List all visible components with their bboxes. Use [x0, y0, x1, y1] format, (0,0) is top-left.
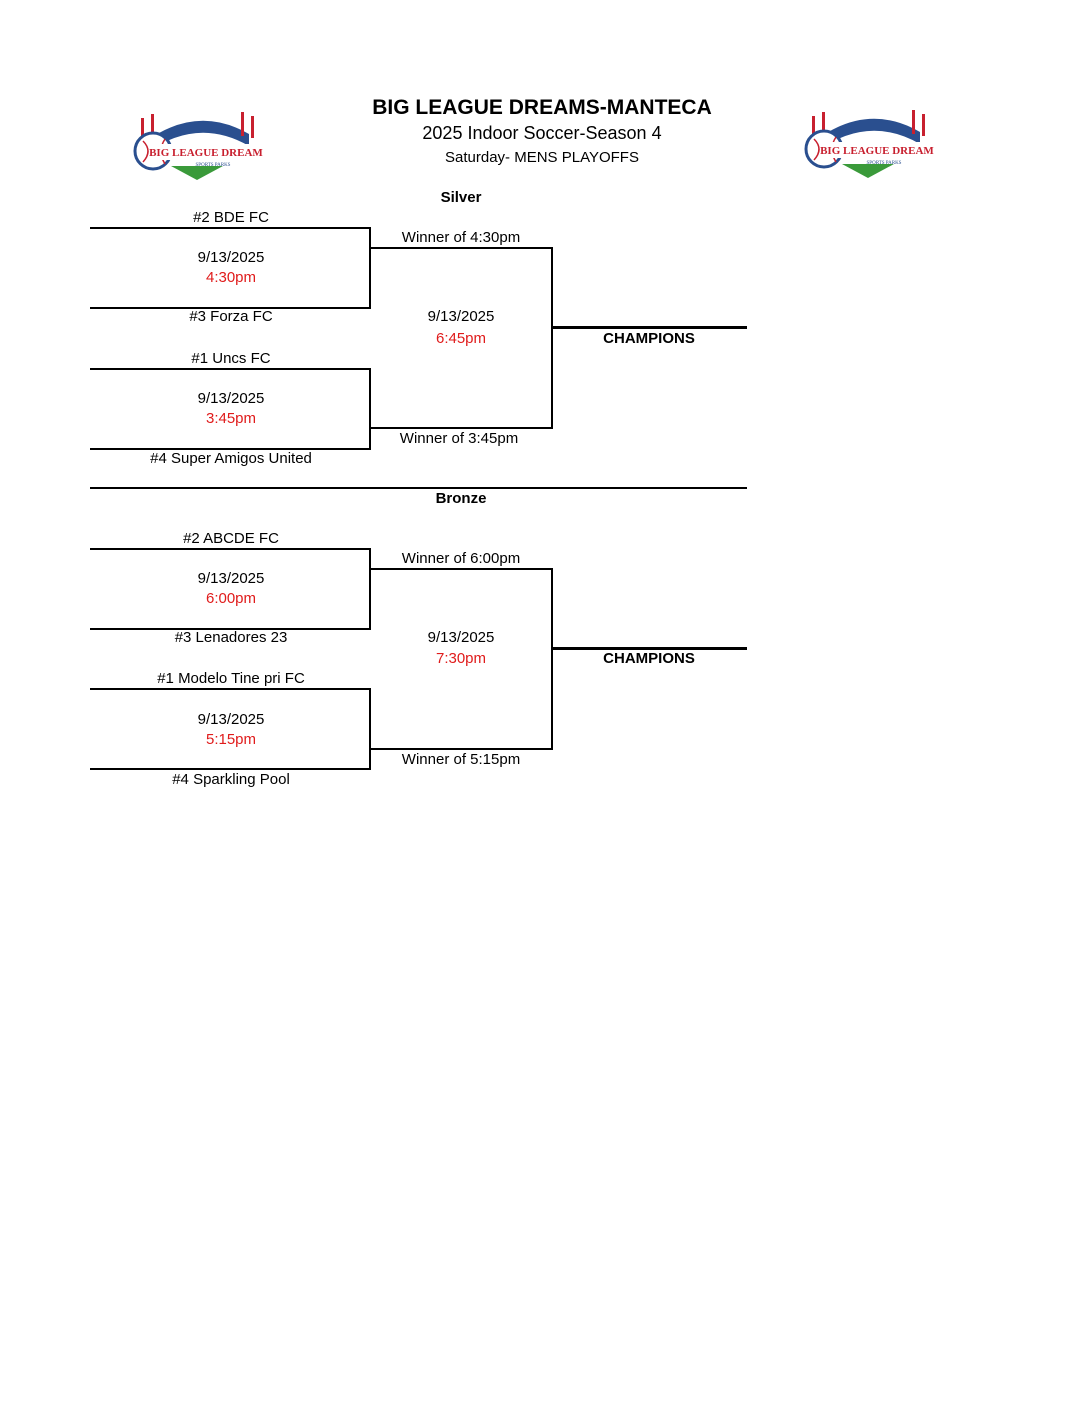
bracket-line	[90, 307, 371, 309]
section-divider	[90, 487, 747, 489]
team-bottom: #4 Super Amigos United	[150, 450, 312, 467]
bracket-line	[369, 688, 371, 770]
bracket-line	[90, 688, 371, 690]
bracket-line	[369, 568, 553, 570]
page-subtitle-2: Saturday- MENS PLAYOFFS	[445, 149, 639, 166]
champion-line	[551, 647, 747, 650]
team-top: #2 ABCDE FC	[183, 530, 279, 547]
final-date: 9/13/2025	[427, 308, 495, 325]
bracket-line	[90, 548, 371, 550]
game-time: 5:15pm	[205, 731, 257, 748]
logo-subtext: SPORTS PARKS	[867, 161, 902, 166]
final-time: 6:45pm	[435, 330, 487, 347]
division-title: Bronze	[435, 490, 487, 507]
game-time: 6:00pm	[205, 590, 257, 607]
game-date: 9/13/2025	[197, 570, 265, 587]
bracket-line	[369, 548, 371, 630]
page-subtitle: 2025 Indoor Soccer-Season 4	[422, 123, 662, 143]
bracket-line	[369, 748, 553, 750]
bracket-line	[369, 368, 371, 450]
team-top: #2 BDE FC	[193, 209, 269, 226]
champion-line	[551, 326, 747, 329]
team-bottom: #4 Sparkling Pool	[172, 771, 290, 788]
logo-text: BIG LEAGUE DREAMS	[149, 147, 263, 159]
bracket-line	[90, 368, 371, 370]
final-bottom-label: Winner of 3:45pm	[399, 430, 519, 447]
game-time: 4:30pm	[205, 269, 257, 286]
big-league-dreams-logo-left: BIG LEAGUE DREAMS SPORTS PARKS	[133, 112, 263, 180]
logo-text: BIG LEAGUE DREAMS	[820, 145, 934, 157]
game-time: 3:45pm	[205, 410, 257, 427]
bracket-line	[369, 427, 553, 429]
division-title: Silver	[440, 189, 482, 206]
final-time: 7:30pm	[435, 650, 487, 667]
page-title: BIG LEAGUE DREAMS-MANTECA	[372, 96, 712, 119]
game-date: 9/13/2025	[197, 249, 265, 266]
champions-label: CHAMPIONS	[603, 330, 695, 347]
final-top-label: Winner of 4:30pm	[401, 229, 521, 246]
bracket-line	[551, 568, 553, 750]
bracket-line	[551, 247, 553, 429]
logo-subtext: SPORTS PARKS	[196, 163, 231, 168]
bracket-line	[90, 227, 371, 229]
team-bottom: #3 Forza FC	[189, 308, 273, 325]
bracket-line	[90, 448, 371, 450]
final-top-label: Winner of 6:00pm	[401, 550, 521, 567]
bracket-line	[90, 768, 371, 770]
champions-label: CHAMPIONS	[603, 650, 695, 667]
big-league-dreams-logo-right: BIG LEAGUE DREAMS SPORTS PARKS	[804, 110, 934, 178]
game-date: 9/13/2025	[197, 390, 265, 407]
team-top: #1 Uncs FC	[191, 350, 271, 367]
bracket-line	[369, 227, 371, 309]
final-date: 9/13/2025	[427, 629, 495, 646]
team-bottom: #3 Lenadores 23	[174, 629, 288, 646]
bracket-line	[90, 628, 371, 630]
game-date: 9/13/2025	[197, 711, 265, 728]
final-bottom-label: Winner of 5:15pm	[401, 751, 521, 768]
team-top: #1 Modelo Tine pri FC	[157, 670, 305, 687]
bracket-line	[369, 247, 553, 249]
